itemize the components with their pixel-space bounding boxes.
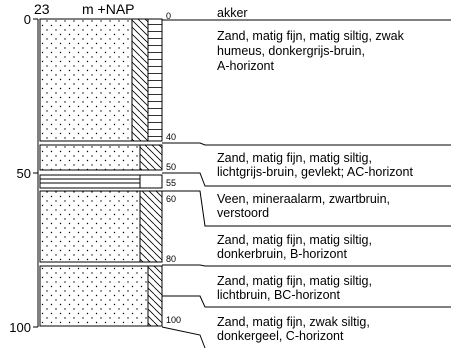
soil-structure-column: [131, 18, 163, 327]
peat-strip: [139, 174, 163, 189]
desc-1-line-2: A-horizont: [217, 59, 274, 73]
elevation-unit: m +NAP: [82, 1, 135, 17]
desc-5-line-0: Zand, matig fijn, matig siltig,: [217, 274, 372, 288]
description-ac-horizon: Zand, matig fijn, matig siltig, lichtgri…: [217, 151, 413, 179]
desc-1-line-0: Zand, matig fijn, matig siltig, zwak: [217, 29, 405, 43]
desc-6-line-0: Zand, matig fijn, zwak siltig,: [217, 315, 370, 329]
depth-label-50: 50: [166, 162, 176, 172]
leader-line-60: [162, 190, 451, 227]
desc-5-line-1: lichtbruin, BC-horizont: [217, 288, 340, 302]
description-b-horizon: Zand, matig fijn, matig siltig, donkerbr…: [217, 233, 375, 261]
leader-line-40: [162, 142, 451, 146]
leader-lines: [161, 19, 451, 349]
depth-label-60: 60: [166, 194, 176, 204]
depth-label-100: 100: [166, 315, 181, 325]
hatch-b: [139, 190, 163, 263]
leader-line-50: [162, 172, 451, 187]
hatch-a: [131, 18, 149, 142]
axis-label-100: 100: [9, 320, 31, 335]
axis-label-0: 0: [24, 12, 31, 27]
lithology-column: [39, 18, 149, 327]
depth-label-80: 80: [166, 254, 176, 264]
desc-3-line-1: verstoord: [217, 206, 269, 220]
desc-2-line-1: lichtgrijs-bruin, gevlekt; AC-horizont: [217, 165, 413, 179]
desc-0-line-0: akker: [217, 6, 248, 20]
horizon-descriptions: akker Zand, matig fijn, matig siltig, zw…: [217, 6, 413, 343]
desc-4-line-0: Zand, matig fijn, matig siltig,: [217, 233, 372, 247]
depth-label-0: 0: [166, 11, 171, 21]
axis-label-50: 50: [17, 166, 31, 181]
sand-layer-a: [39, 18, 133, 142]
desc-4-line-1: donkerbruin, B-horizont: [217, 247, 347, 261]
peat-layer: [39, 174, 141, 189]
description-a-horizon: Zand, matig fijn, matig siltig, zwak hum…: [217, 29, 407, 73]
desc-6-line-1: donkergeel, C-horizont: [217, 329, 344, 343]
sand-layer-b: [39, 190, 141, 263]
hatch-bc: [147, 265, 163, 327]
sand-layer-ac: [39, 144, 141, 171]
depth-label-40: 40: [166, 132, 176, 142]
desc-1-line-1: humeus, donkergrijs-bruin,: [217, 44, 365, 58]
hatch-ac: [139, 144, 163, 171]
profile-number: 23: [34, 1, 50, 17]
leader-line-bc: [162, 295, 451, 308]
depth-labels: 0 40 50 55 60 80 100: [166, 11, 181, 325]
description-bc-horizon: Zand, matig fijn, matig siltig, lichtbru…: [217, 274, 375, 302]
desc-2-line-0: Zand, matig fijn, matig siltig,: [217, 151, 372, 165]
description-akker: akker: [217, 6, 248, 20]
description-peat: Veen, mineraalarm, zwartbruin, verstoord: [217, 192, 393, 220]
sand-layer-bc: [39, 265, 149, 327]
depth-label-55: 55: [166, 178, 176, 188]
humus-bars: [147, 18, 163, 142]
leader-line-80: [162, 264, 451, 267]
depth-axis: 0 50 100: [9, 12, 39, 335]
leader-line-100: [161, 326, 206, 349]
description-c-horizon: Zand, matig fijn, zwak siltig, donkergee…: [217, 315, 373, 343]
desc-3-line-0: Veen, mineraalarm, zwartbruin,: [217, 192, 390, 206]
